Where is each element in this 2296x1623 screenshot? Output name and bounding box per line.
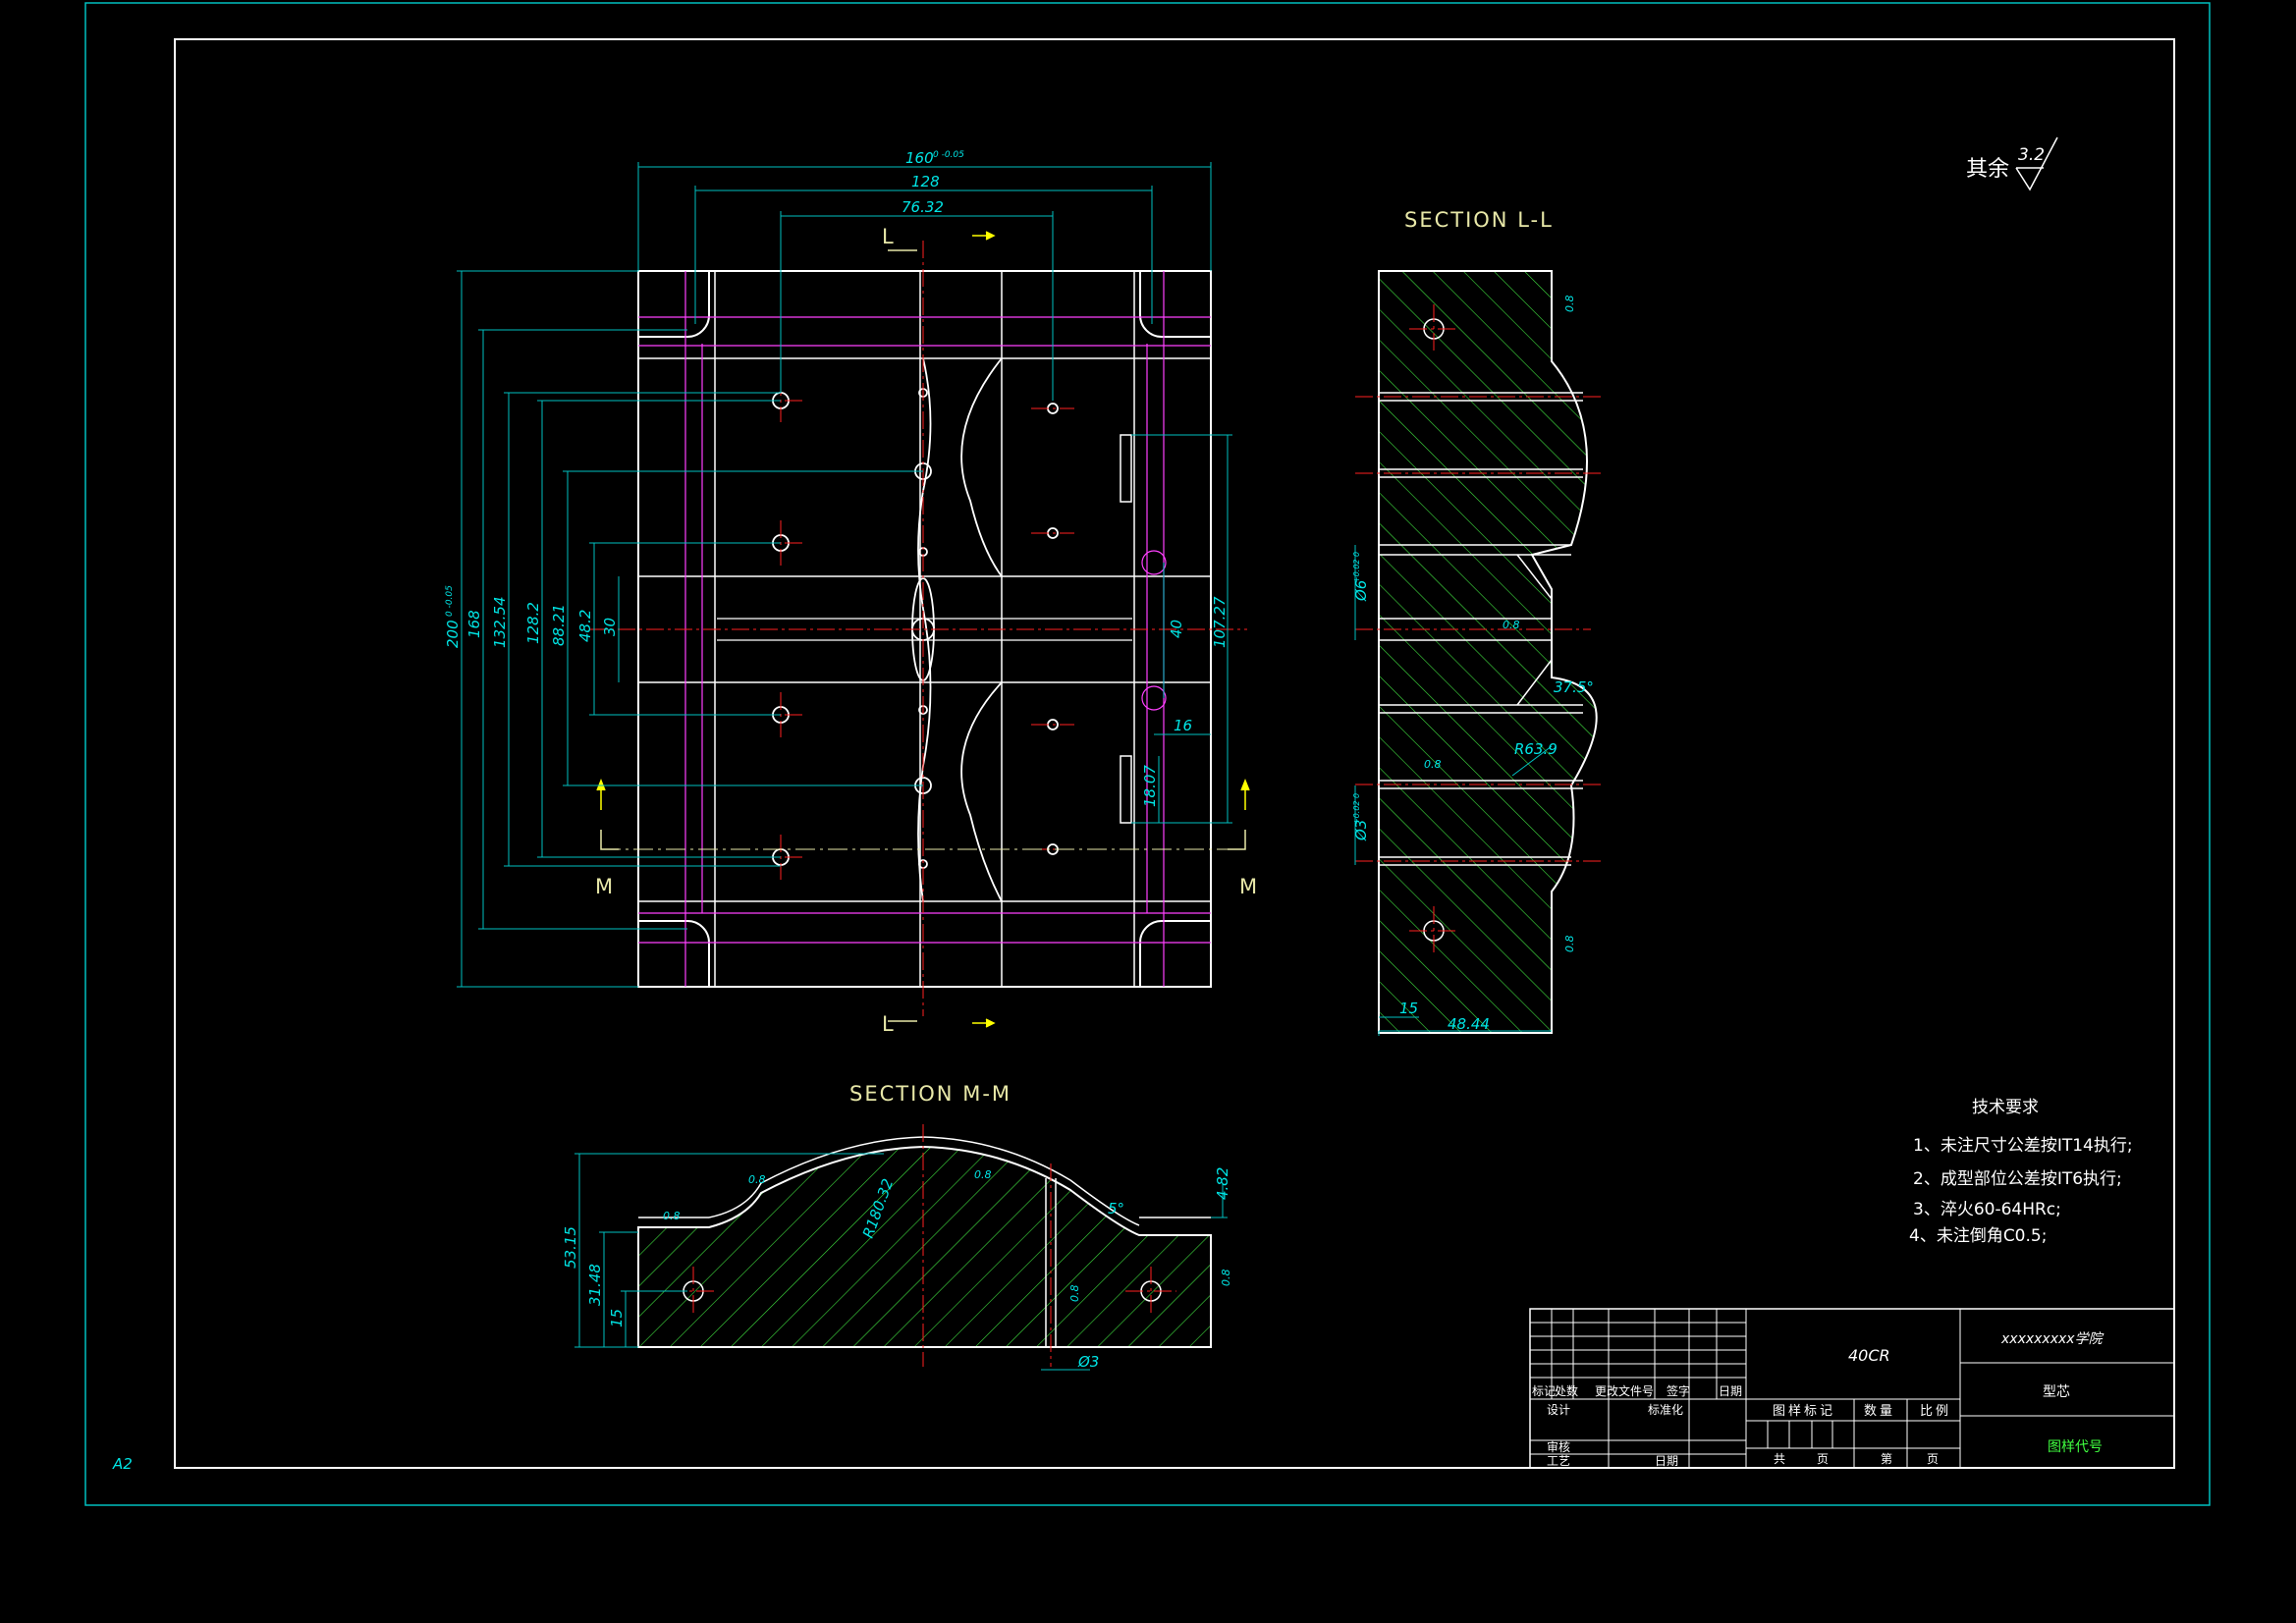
dim-m-angle: 5°	[1108, 1200, 1124, 1217]
surface-finish-symbol: 其余 3.2	[1966, 136, 2058, 191]
dim-l-angle: 37.5°	[1554, 678, 1594, 696]
dim-top-76: 76.32	[902, 198, 944, 216]
dim-m-31: 31.48	[586, 1264, 604, 1306]
dim-l-d6: Ø6	[1352, 580, 1370, 602]
dim-top-160-tol: 0 -0.05	[933, 150, 964, 160]
sheet-size-label: A2	[112, 1455, 133, 1473]
tb-role-design: 设计	[1547, 1403, 1570, 1417]
tb-stage-scale: 比例	[1920, 1404, 1951, 1419]
dim-l-d3: Ø3	[1352, 820, 1370, 841]
dim-right-40: 40	[1168, 620, 1185, 638]
tb-stage-mark: 图样标记	[1773, 1404, 1835, 1419]
dim-left-132: 132.54	[491, 597, 509, 649]
rough-m-5: 0.8	[1220, 1270, 1232, 1287]
tb-material: 40CR	[1848, 1346, 1890, 1365]
technical-requirements: 技术要求 1、未注尺寸公差按IT14执行; 2、成型部位公差按IT6执行; 3、…	[1909, 1098, 2133, 1246]
tb-rev-sign: 签字	[1667, 1383, 1690, 1398]
tb-rev-mark: 标记	[1532, 1384, 1556, 1398]
cut-label-m-left: M	[595, 875, 615, 898]
section-l-view: SECTION L-L 15 48.44 R63.9	[1352, 208, 1601, 1036]
dim-l-d3-tol: +0.02 0	[1352, 793, 1361, 825]
tech-req-title: 技术要求	[1972, 1098, 2039, 1117]
tech-req-item-2: 2、成型部位公差按IT6执行;	[1913, 1169, 2122, 1189]
section-m-title: SECTION M-M	[849, 1082, 1011, 1106]
tb-rev-doc: 更改文件号	[1595, 1383, 1654, 1398]
rough-m-4: 0.8	[1068, 1285, 1081, 1303]
surface-finish-value: 3.2	[2018, 145, 2045, 165]
rough-m-1: 0.8	[663, 1210, 681, 1222]
tech-req-item-3: 3、淬火60-64HRc;	[1913, 1200, 2061, 1219]
tb-role-standard: 标准化	[1648, 1403, 1683, 1417]
cut-label-l-bottom: L	[882, 1012, 896, 1036]
tb-rev-count: 处数	[1555, 1383, 1578, 1398]
sheet-outer-frame	[84, 2, 2211, 1506]
tb-role-process: 工艺	[1547, 1454, 1570, 1468]
rough-l-1: 0.8	[1563, 296, 1576, 313]
section-m-view: SECTION M-M 53.15 31.48 15 4.82 R180.32 …	[562, 1082, 1232, 1371]
dim-left-128: 128.2	[524, 602, 542, 644]
dim-l-d6-tol: +0.02 0	[1352, 552, 1361, 583]
tb-part-name: 型芯	[2043, 1384, 2070, 1400]
cut-label-m-right: M	[1239, 875, 1259, 898]
tb-school: xxxxxxxxx学院	[2000, 1331, 2105, 1347]
dim-left-48: 48.2	[576, 610, 594, 642]
plan-view: M M L L 160 0 -0.05 128 76.32 200 0 -0.0…	[444, 149, 1259, 1036]
section-m-outline	[637, 1145, 1212, 1348]
dim-m-53: 53.15	[562, 1226, 579, 1269]
tech-req-item-4: 4、未注倒角C0.5;	[1909, 1226, 2047, 1246]
dim-left-88: 88.21	[550, 604, 568, 646]
title-block: 40CR xxxxxxxxx学院 型芯 图样代号 标记 处数 更改文件号 签字 …	[1529, 1308, 2175, 1469]
tb-stage-qty: 数量	[1864, 1404, 1895, 1419]
dim-left-168: 168	[465, 610, 483, 638]
surface-finish-prefix: 其余	[1966, 157, 2009, 182]
rough-m-2: 0.8	[748, 1173, 766, 1186]
dim-m-d3: Ø3	[1077, 1353, 1099, 1371]
sheet-inner-frame	[174, 38, 2175, 1469]
plan-holes	[772, 388, 1059, 869]
tb-role-review: 审核	[1547, 1439, 1570, 1454]
tb-rev-date: 日期	[1719, 1384, 1742, 1398]
rough-l-3: 0.8	[1424, 758, 1442, 771]
tb-sheet-current: 第	[1881, 1452, 1892, 1466]
dim-m-482: 4.82	[1214, 1167, 1231, 1200]
cut-label-l-top: L	[882, 225, 896, 248]
tb-sheet-page1: 页	[1817, 1452, 1829, 1466]
dim-right-18: 18.07	[1141, 765, 1159, 807]
dim-m-15: 15	[608, 1309, 626, 1327]
tech-req-item-1: 1、未注尺寸公差按IT14执行;	[1913, 1136, 2133, 1156]
tb-drawing-no: 图样代号	[2048, 1439, 2103, 1455]
dim-top-160: 160	[905, 149, 934, 167]
dim-left-200-tol: 0 -0.05	[445, 585, 455, 617]
section-l-outline	[1378, 270, 1598, 1034]
section-l-title: SECTION L-L	[1404, 208, 1554, 232]
rough-l-2: 0.8	[1503, 619, 1520, 631]
tb-sheet-page2: 页	[1927, 1452, 1939, 1466]
tb-role-date: 日期	[1655, 1454, 1678, 1468]
dim-l-r63: R63.9	[1514, 740, 1558, 758]
dim-left-30: 30	[601, 618, 619, 636]
dim-l-15: 15	[1399, 1000, 1418, 1017]
dim-l-48: 48.44	[1448, 1015, 1490, 1033]
rough-m-3: 0.8	[974, 1168, 992, 1181]
dim-right-107: 107.27	[1211, 596, 1229, 648]
dim-left-200: 200	[444, 620, 462, 648]
dim-top-128: 128	[911, 173, 940, 190]
dim-right-16: 16	[1174, 717, 1192, 734]
rough-l-4: 0.8	[1563, 936, 1576, 953]
tb-sheet-total: 共	[1774, 1452, 1785, 1466]
